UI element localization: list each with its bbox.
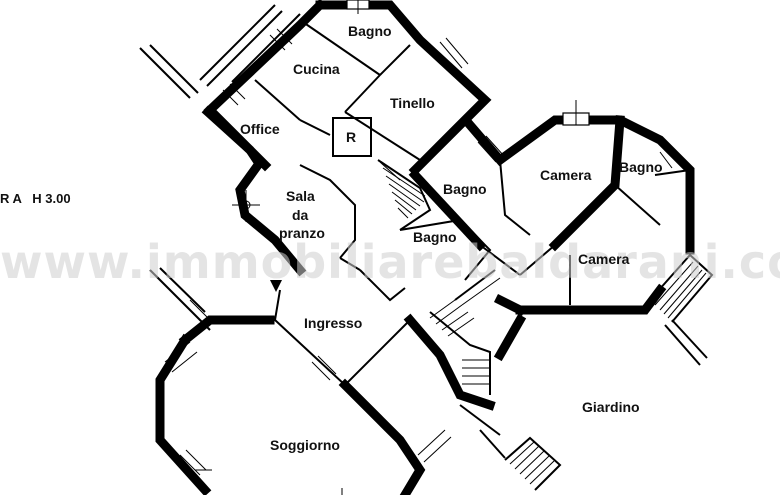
windows-upper xyxy=(222,0,469,106)
room-label-sala-2: da xyxy=(292,207,309,223)
central-stairs xyxy=(377,159,432,231)
terrace-lines xyxy=(139,4,301,99)
lower-stairs xyxy=(403,299,527,411)
watermark: www.immobiliarebaldarani.com xyxy=(0,235,780,289)
room-label-sala-1: Sala xyxy=(286,188,315,204)
room-label-tinello: Tinello xyxy=(390,95,435,111)
room-label-bagno-lower: Bagno xyxy=(413,229,457,245)
right-stairs xyxy=(649,253,714,366)
room-label-camera-top: Camera xyxy=(540,167,592,183)
room-label-giardino: Giardino xyxy=(582,399,640,415)
room-label-r: R xyxy=(346,129,356,145)
ingresso-walls xyxy=(149,267,411,387)
floor-height-label: R A H 3.00 xyxy=(0,191,71,206)
sala-walls xyxy=(232,158,356,277)
room-label-ingresso: Ingresso xyxy=(304,315,362,331)
room-label-cucina: Cucina xyxy=(293,61,340,77)
upper-wing-walls xyxy=(201,0,492,177)
room-label-soggiorno: Soggiorno xyxy=(270,437,340,453)
room-label-bagno-right: Bagno xyxy=(619,159,663,175)
windows-right xyxy=(477,100,673,169)
corridor-walls xyxy=(339,218,501,306)
room-label-camera-lower: Camera xyxy=(578,251,630,267)
room-label-bagno-top: Bagno xyxy=(348,23,392,39)
soggiorno-walls xyxy=(155,333,501,495)
right-wing-walls xyxy=(408,115,695,317)
room-label-office: Office xyxy=(240,121,280,137)
room-label-sala-3: pranzo xyxy=(279,225,325,241)
room-label-bagno-mid: Bagno xyxy=(443,181,487,197)
garden-stairs xyxy=(479,429,562,491)
